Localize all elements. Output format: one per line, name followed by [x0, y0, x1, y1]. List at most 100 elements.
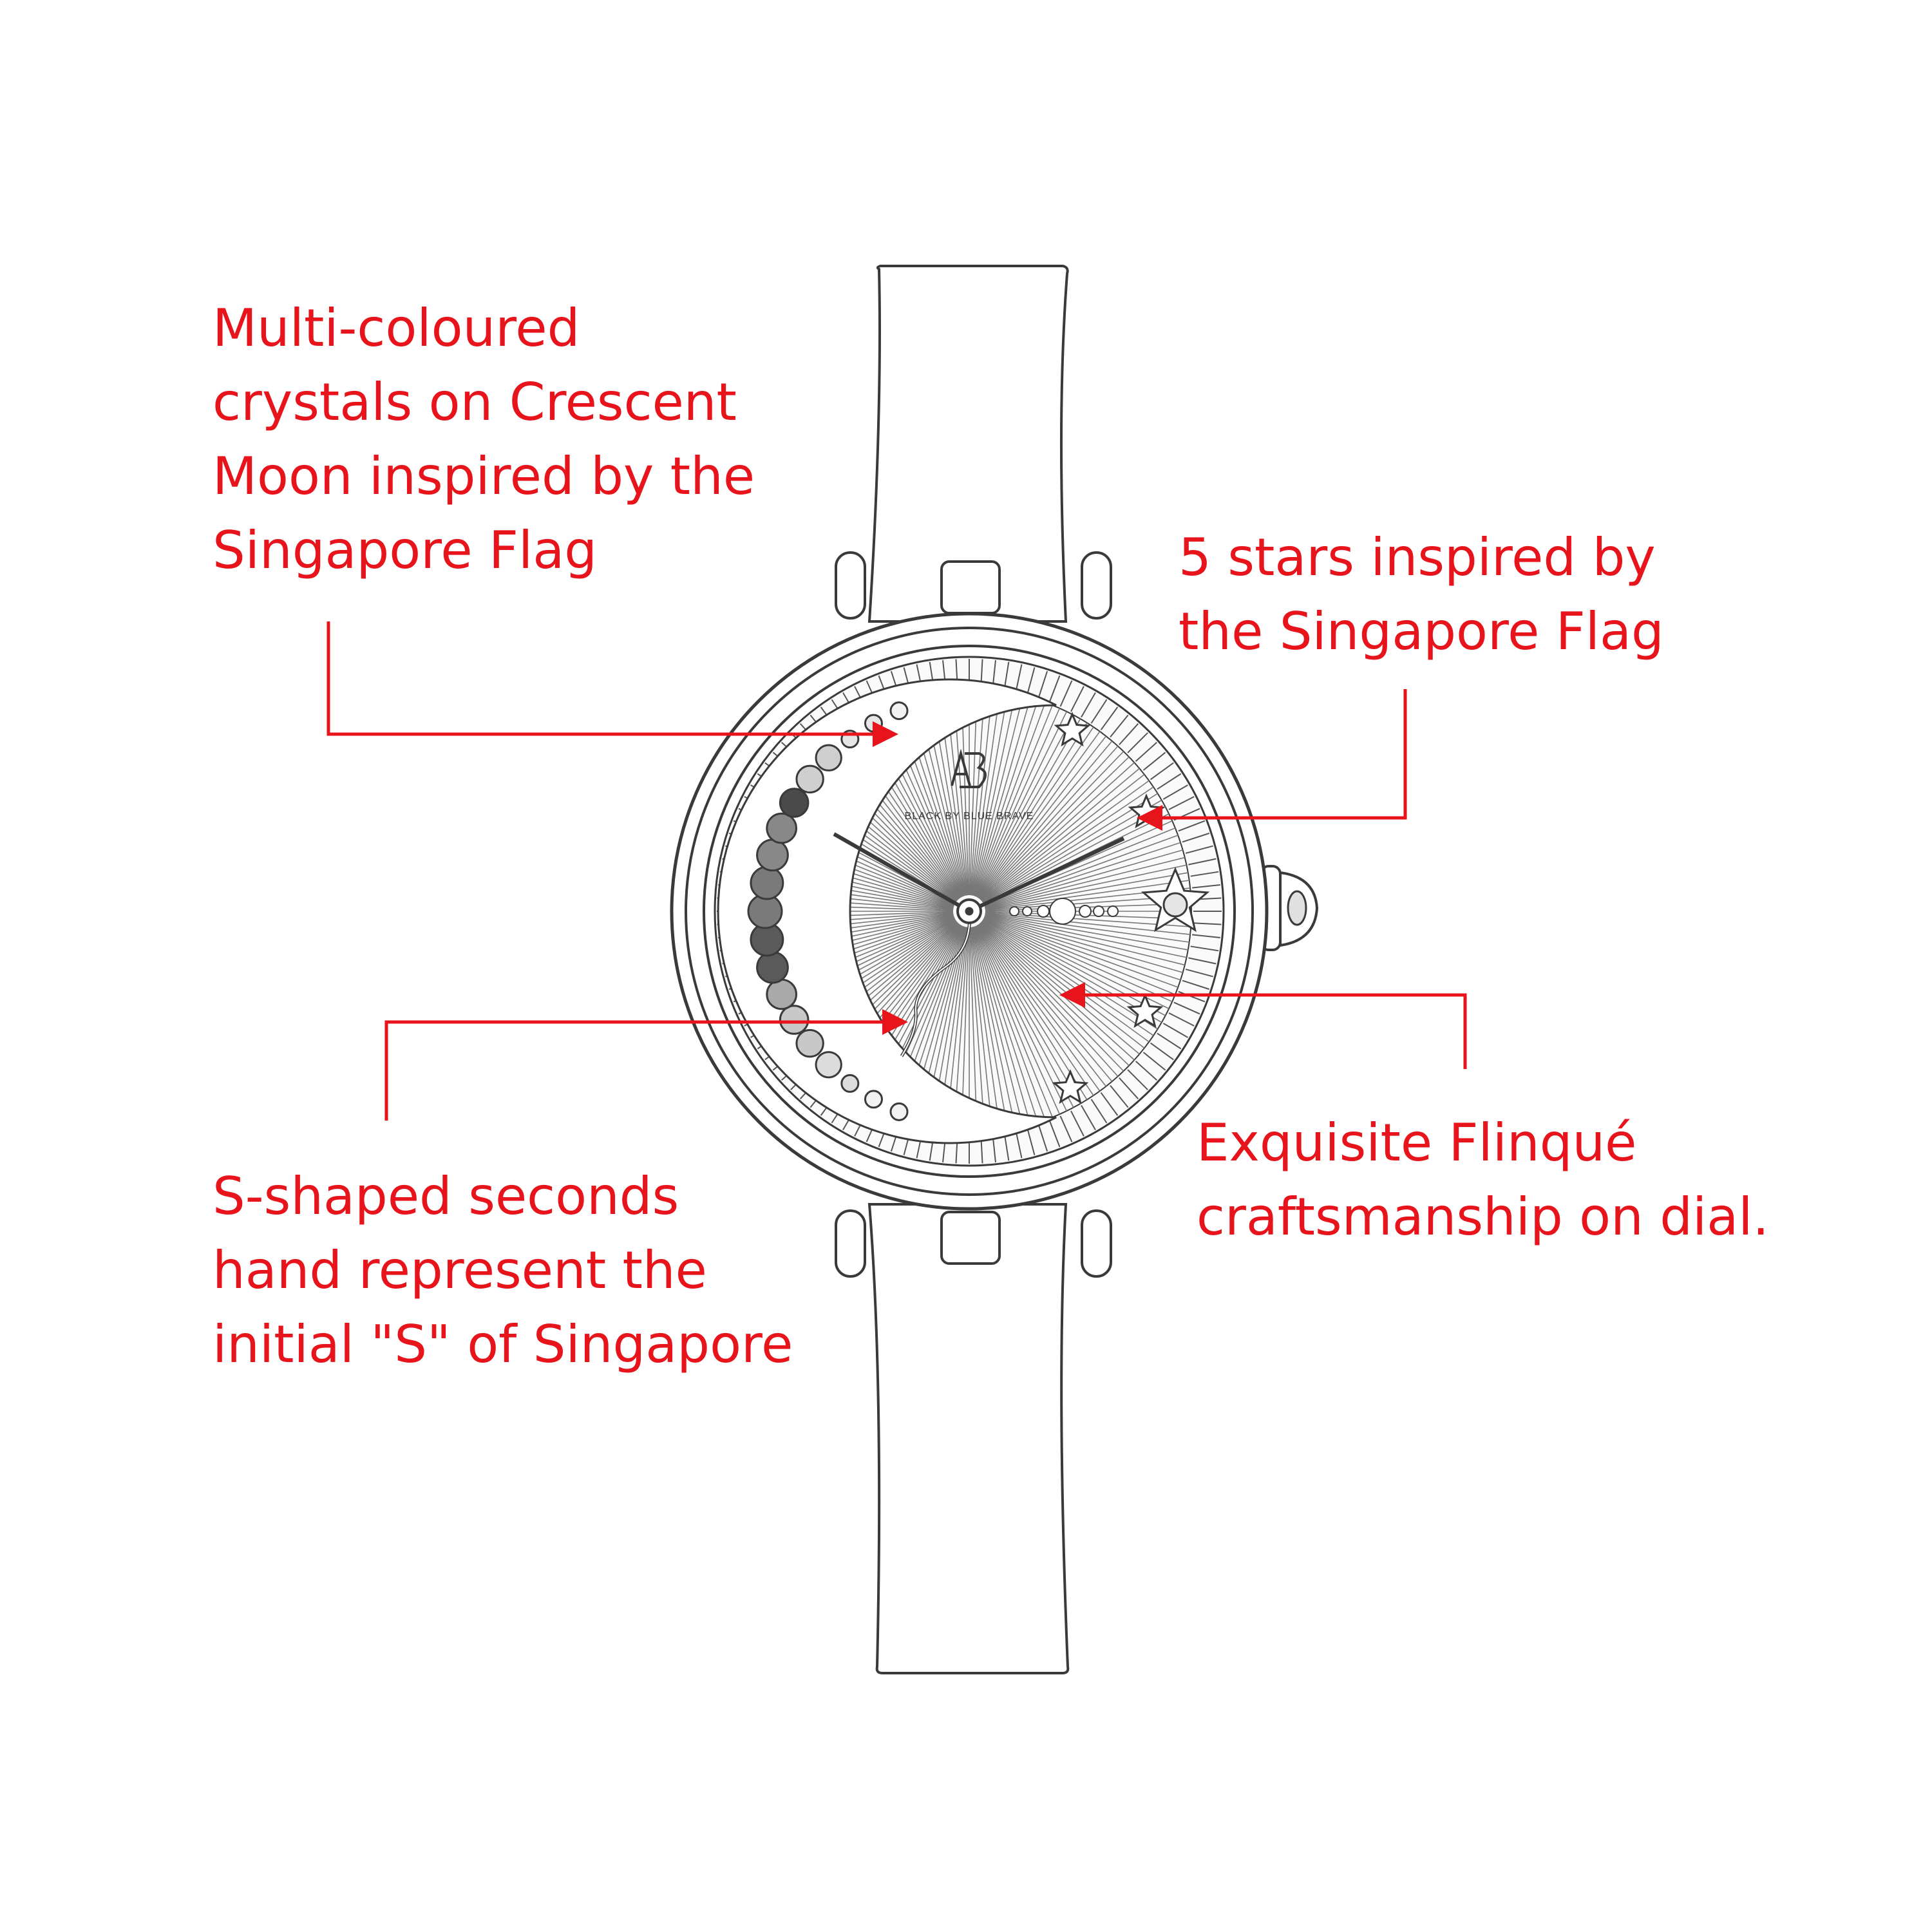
sunburst-ray [972, 696, 1024, 896]
sunburst-ray [971, 691, 1001, 896]
sunburst-ray [984, 915, 1181, 981]
sunburst-ray [981, 780, 1150, 902]
minute-tick [1168, 796, 1195, 810]
minute-tick [1188, 957, 1217, 965]
sunburst-ray [969, 689, 985, 896]
crystal-icon [889, 1102, 909, 1121]
sunburst-ray [981, 768, 1140, 902]
minute-tick [1100, 706, 1119, 731]
sunburst-ray [981, 773, 1145, 902]
sunburst-ray [983, 918, 1166, 1016]
callout-seconds-line-1: S-shaped seconds [213, 1166, 679, 1226]
minute-tick [1100, 1092, 1119, 1116]
crystal-icon [750, 866, 784, 900]
hour-hand [833, 832, 971, 913]
arrow-flinque [1059, 982, 1467, 1069]
sunburst-ray [973, 926, 1039, 1123]
minute-tick [1037, 1124, 1048, 1152]
crystal-icon [795, 1028, 824, 1058]
sunburst-ray [978, 923, 1107, 1087]
sunburst-ray [981, 920, 1150, 1043]
minute-tick [1110, 1084, 1129, 1108]
minute-tick [1188, 858, 1217, 866]
minute-tick [1081, 1104, 1096, 1130]
crystal-icon [795, 764, 824, 794]
sunburst-ray [976, 925, 1067, 1112]
minute-tick [1135, 1061, 1157, 1081]
minute-tick [1185, 845, 1213, 854]
star-icon [1126, 993, 1164, 1028]
minute-tick [1191, 884, 1220, 889]
callout-crystals-line-2: crystals on Crescent [213, 372, 737, 432]
sunburst-ray [980, 922, 1124, 1072]
sunburst-ray [985, 864, 1187, 909]
sunburst-ray [970, 690, 993, 896]
crystal-icon [766, 812, 797, 844]
callout-crystals-line-4: Singapore Flag [213, 520, 598, 580]
minute-tick [1193, 922, 1222, 925]
callout-crystals-line-3: Moon inspired by the [213, 446, 755, 506]
sunburst-ray [972, 927, 1016, 1129]
sunburst-ray [982, 919, 1159, 1030]
minute-tick [1162, 1023, 1188, 1038]
sunburst-ray [973, 699, 1039, 896]
arrow-stars [1137, 689, 1407, 831]
minute-tick [1185, 969, 1213, 978]
minute-tick [1178, 820, 1206, 832]
sunburst-ray [985, 913, 1188, 951]
minute-tick [1127, 732, 1148, 753]
star-icon [1054, 712, 1091, 747]
minute-hand [968, 837, 1125, 913]
sunburst-ray [975, 708, 1061, 897]
minute-tick [1182, 980, 1210, 990]
minute-tick [1173, 1001, 1200, 1015]
sunburst-ray [974, 702, 1046, 896]
minute-tick [1157, 773, 1182, 790]
sunburst-ray [985, 913, 1189, 943]
crystal-icon [779, 788, 810, 818]
sunburst-ray [976, 925, 1074, 1108]
minute-tick [1037, 670, 1048, 699]
hands [833, 832, 1125, 924]
crystal-icon [889, 701, 909, 721]
sunburst-ray [978, 726, 1094, 898]
moon-crystals [747, 701, 909, 1121]
sunburst-ray [972, 694, 1016, 896]
crystal-icon [815, 744, 842, 772]
minute-tick [1027, 1127, 1036, 1155]
sunburst-ray [984, 842, 1181, 907]
sunburst-ray [971, 927, 1001, 1132]
minute-tick [1059, 680, 1073, 707]
minute-tick [1191, 934, 1220, 938]
callout-stars: 5 stars inspired by the Singapore Flag [1179, 520, 1664, 668]
minute-tick [1190, 945, 1219, 952]
lugs [835, 551, 1112, 1278]
sunburst-ray [985, 912, 1191, 935]
sunburst-ray [982, 793, 1159, 904]
sunburst-ray [983, 918, 1162, 1023]
sunburst-ray [984, 915, 1183, 973]
sunburst-ray [985, 914, 1185, 966]
sunburst-ray [980, 756, 1130, 901]
logo-icon [951, 748, 987, 788]
sunburst-ray [969, 689, 978, 896]
sunburst-ray [978, 731, 1101, 899]
sunburst-ray [985, 857, 1185, 908]
sunburst-ray [976, 718, 1081, 898]
sunburst-ray [981, 922, 1135, 1061]
upper-strap [867, 265, 1069, 623]
callout-lines [327, 621, 1467, 1121]
crystal-icon [756, 838, 789, 872]
callout-stars-line-2: the Singapore Flag [1179, 601, 1664, 661]
minute-tick [1015, 664, 1023, 692]
minute-tick [1110, 714, 1129, 738]
sunburst-ray [974, 925, 1053, 1118]
sunburst-ray [985, 914, 1187, 958]
sunburst-ray [984, 835, 1179, 907]
sunburst-ray [972, 927, 1024, 1127]
sunburst-ray [977, 924, 1088, 1101]
sunburst-ray [969, 927, 978, 1133]
sunburst-ray [984, 916, 1179, 988]
sunburst-ray [983, 799, 1162, 904]
